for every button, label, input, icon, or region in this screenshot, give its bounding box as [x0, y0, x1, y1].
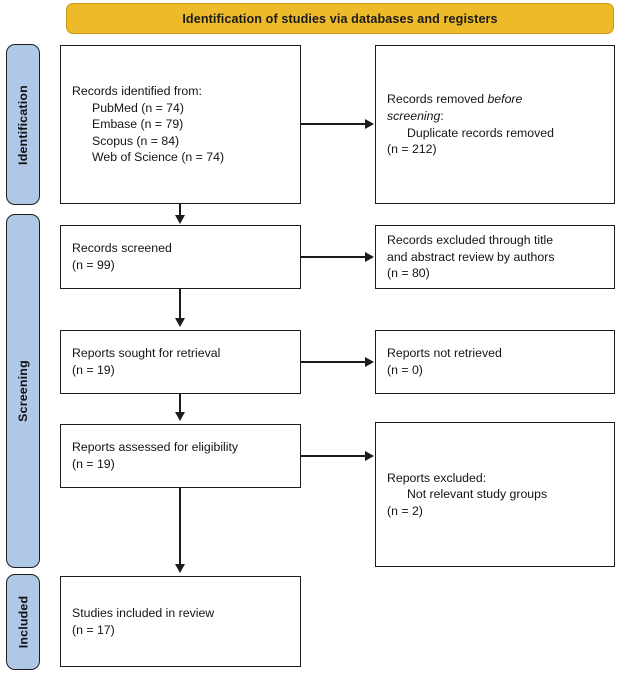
stage-tab-identification: Identification — [6, 44, 40, 205]
studies-included-label: Studies included in review — [72, 605, 215, 620]
source-web-of-science: Web of Science (n = 74) — [92, 150, 225, 165]
source-scopus: Scopus (n = 84) — [92, 133, 180, 148]
connector-screened-to-excluded — [301, 256, 366, 258]
arrow-right-icon — [365, 251, 374, 262]
arrow-right-icon — [365, 450, 374, 461]
stage-tab-screening: Screening — [6, 214, 40, 568]
arrow-right-icon — [365, 118, 374, 129]
reports-assessed-label: Reports assessed for eligibility — [72, 440, 239, 455]
connector-sought-to-assessed — [179, 394, 181, 415]
box-reports-excluded: Reports excluded: Not relevant study gro… — [375, 422, 615, 567]
duplicate-records-count: (n = 212) — [387, 142, 437, 157]
records-excluded-line1: Records excluded through title — [387, 233, 554, 248]
box-records-removed: Records removed before screening: Duplic… — [375, 45, 615, 204]
reports-excluded-reason: Not relevant study groups — [407, 487, 548, 502]
reports-not-retrieved-label: Reports not retrieved — [387, 346, 502, 361]
connector-identified-to-removed — [301, 123, 366, 125]
records-removed-italic-before: before — [487, 92, 523, 107]
connector-assessed-to-reports-excluded — [301, 455, 366, 457]
stage-tab-included: Included — [6, 574, 40, 670]
connector-screened-to-sought — [179, 289, 181, 321]
reports-excluded-count: (n = 2) — [387, 503, 423, 518]
diagram-title: Identification of studies via databases … — [182, 11, 498, 26]
box-reports-assessed: Reports assessed for eligibility (n = 19… — [60, 424, 301, 488]
records-removed-prefix: Records removed — [387, 92, 488, 107]
stage-label-identification: Identification — [16, 84, 30, 165]
box-reports-sought: Reports sought for retrieval (n = 19) — [60, 330, 301, 394]
records-removed-line1: Records removed before — [387, 91, 603, 108]
reports-not-retrieved-count: (n = 0) — [387, 363, 423, 377]
stage-label-screening: Screening — [16, 360, 30, 422]
box-records-excluded: Records excluded through title and abstr… — [375, 225, 615, 289]
reports-excluded-heading: Reports excluded: — [387, 470, 487, 485]
connector-sought-to-not-retrieved — [301, 361, 366, 363]
reports-sought-label: Reports sought for retrieval — [72, 346, 221, 361]
arrow-down-icon — [174, 412, 185, 421]
arrow-down-icon — [174, 564, 185, 573]
source-pubmed: PubMed (n = 74) — [92, 100, 184, 115]
arrow-down-icon — [174, 318, 185, 327]
box-studies-included: Studies included in review (n = 17) — [60, 576, 301, 667]
records-excluded-line2: and abstract review by authors — [387, 249, 555, 264]
studies-included-count: (n = 17) — [72, 622, 115, 637]
records-removed-colon: : — [440, 108, 444, 123]
connector-assessed-to-included — [179, 488, 181, 567]
reports-assessed-count: (n = 19) — [72, 457, 115, 471]
duplicate-records-removed: Duplicate records removed — [407, 125, 554, 140]
records-screened-count: (n = 99) — [72, 258, 115, 272]
connector-identified-to-screened — [179, 204, 181, 218]
records-identified-heading: Records identified from: — [72, 84, 202, 99]
records-excluded-count: (n = 80) — [387, 266, 430, 281]
box-reports-not-retrieved: Reports not retrieved (n = 0) — [375, 330, 615, 394]
diagram-header-banner: Identification of studies via databases … — [66, 3, 614, 34]
box-records-identified: Records identified from: PubMed (n = 74)… — [60, 45, 301, 204]
records-removed-italic-screening: screening — [387, 108, 441, 123]
arrow-right-icon — [365, 356, 374, 367]
records-screened-label: Records screened — [72, 241, 172, 256]
box-records-screened: Records screened (n = 99) — [60, 225, 301, 289]
source-embase: Embase (n = 79) — [92, 117, 184, 132]
reports-sought-count: (n = 19) — [72, 363, 115, 377]
records-removed-line2: screening: — [387, 108, 603, 125]
arrow-down-icon — [174, 215, 185, 224]
stage-label-included: Included — [16, 595, 31, 649]
